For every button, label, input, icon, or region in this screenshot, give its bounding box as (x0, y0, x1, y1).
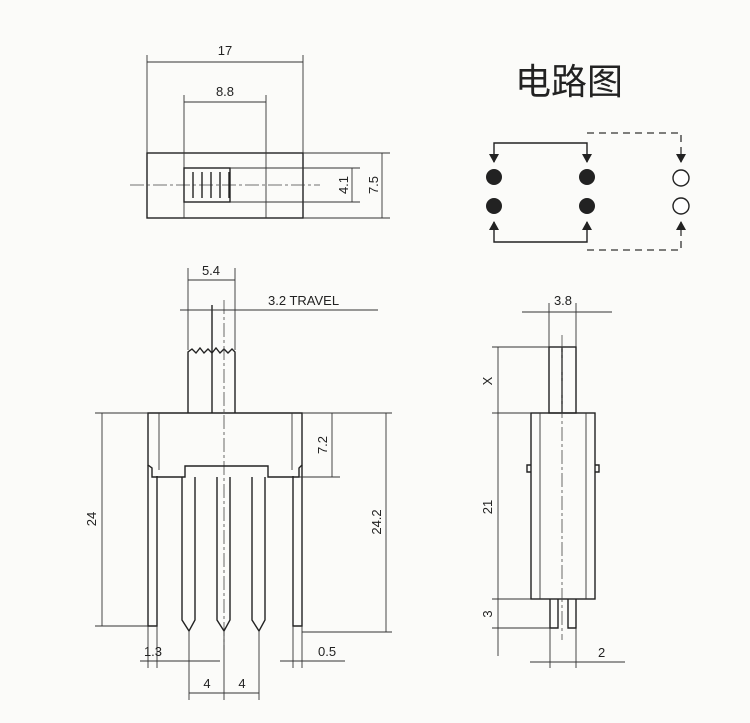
arrow-up-icon (676, 221, 686, 230)
dim-label-7-2: 7.2 (315, 436, 330, 454)
terminal-open-dot (672, 169, 690, 187)
dim-label-8-8: 8.8 (216, 84, 234, 99)
pin-right (251, 477, 266, 633)
terminal-open-dot (672, 197, 690, 215)
arrow-down-icon (582, 154, 592, 163)
dim-label-17: 17 (218, 43, 232, 58)
circuit-alt-bottom-link (587, 222, 682, 251)
dim-label-travel: 3.2 TRAVEL (268, 293, 339, 308)
dim-label-3-8: 3.8 (554, 293, 572, 308)
terminal-filled-dot (486, 169, 502, 185)
circuit-top-link (493, 142, 588, 162)
dim-label-x: X (480, 376, 495, 385)
terminal-filled-dot (579, 198, 595, 214)
housing (147, 412, 303, 478)
circuit-diagram (486, 132, 690, 251)
terminal-filled-dot (486, 198, 502, 214)
dim-label-24: 24 (84, 512, 99, 526)
front-view: 5.4 3.2 TRAVEL 24 7.2 24.2 1.3 0.5 (84, 263, 392, 700)
mounting-tab-right (292, 465, 303, 627)
circuit-bottom-link (493, 222, 588, 243)
dim-label-4-1: 4.1 (336, 176, 351, 194)
pin-center (216, 477, 231, 633)
arrow-up-icon (582, 221, 592, 230)
arrow-down-icon (489, 154, 499, 163)
slider-knob (183, 167, 231, 203)
dim-label-1-3: 1.3 (144, 644, 162, 659)
mounting-tab-left (147, 465, 158, 627)
arrow-down-icon (676, 154, 686, 163)
side-tab (526, 464, 531, 473)
circuit-alt-top-link (587, 132, 682, 162)
dim-label-24-2: 24.2 (369, 509, 384, 534)
arrow-up-icon (489, 221, 499, 230)
dim-label-0-5: 0.5 (318, 644, 336, 659)
dim-label-21: 21 (480, 500, 495, 514)
top-view-body (146, 152, 304, 219)
circuit-title: 电路图 (515, 62, 623, 103)
dim-label-3: 3 (480, 610, 495, 617)
dim-label-2: 2 (598, 645, 605, 660)
dim-label-5-4: 5.4 (202, 263, 220, 278)
side-pin-left (549, 599, 559, 629)
side-pin-right (567, 599, 577, 629)
dim-label-pitch-b: 4 (238, 676, 245, 691)
terminal-filled-dot (579, 169, 595, 185)
dim-label-7-5: 7.5 (366, 176, 381, 194)
side-view: 3.8 X 21 3 2 (480, 293, 625, 668)
pin-left (181, 477, 196, 633)
top-view: 17 8.8 4.1 7.5 (130, 43, 390, 219)
dim-label-pitch-a: 4 (203, 676, 210, 691)
side-housing (530, 412, 596, 600)
side-tab (595, 464, 600, 473)
